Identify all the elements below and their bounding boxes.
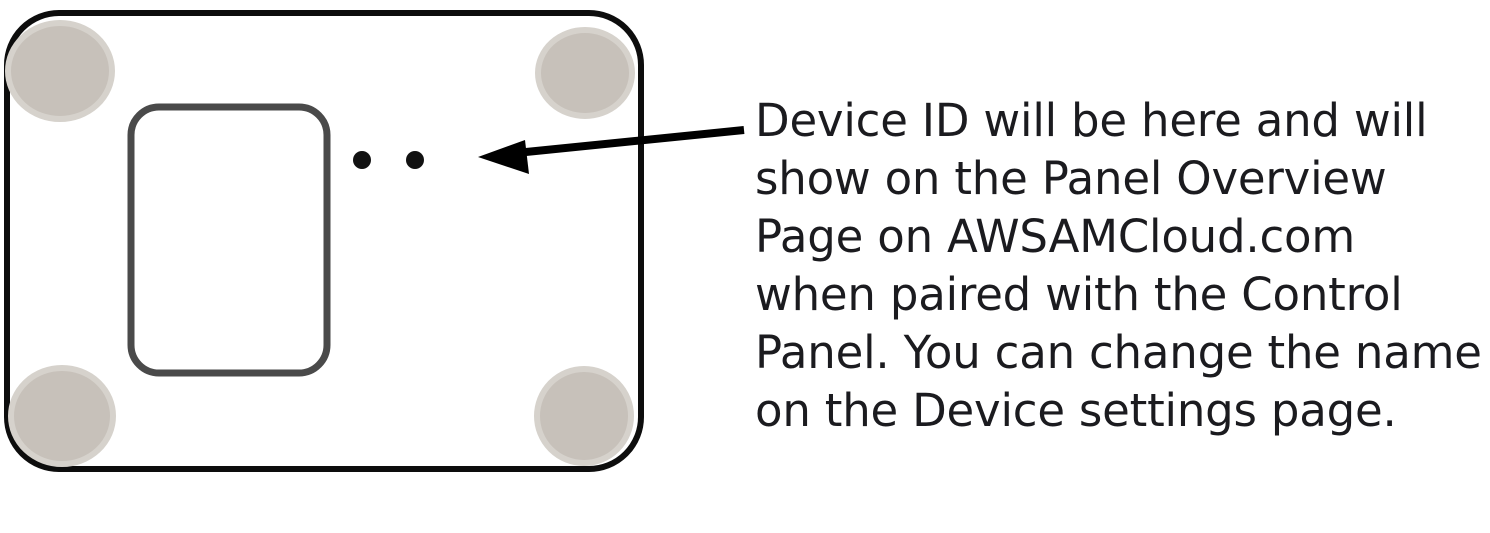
callout-arrow-shaft bbox=[515, 126, 745, 157]
battery-compartment-outline bbox=[127, 103, 331, 377]
foot-pad-top-left-icon bbox=[5, 20, 115, 122]
foot-pad-bottom-left-icon bbox=[8, 365, 116, 467]
callout-arrow-head-icon bbox=[478, 140, 529, 174]
device-illustration bbox=[0, 0, 745, 533]
device-id-dots bbox=[353, 151, 424, 169]
device-id-annotation-text: Device ID will be here and will show on … bbox=[755, 94, 1482, 437]
foot-pad-top-right-icon bbox=[535, 27, 635, 119]
foot-pad-bottom-right-icon bbox=[534, 366, 634, 466]
device-foot-pads bbox=[5, 20, 635, 467]
device-diagram-svg bbox=[4, 10, 745, 472]
device-id-dot-2 bbox=[406, 151, 424, 169]
callout-arrow bbox=[478, 126, 745, 174]
device-id-dot-1 bbox=[353, 151, 371, 169]
